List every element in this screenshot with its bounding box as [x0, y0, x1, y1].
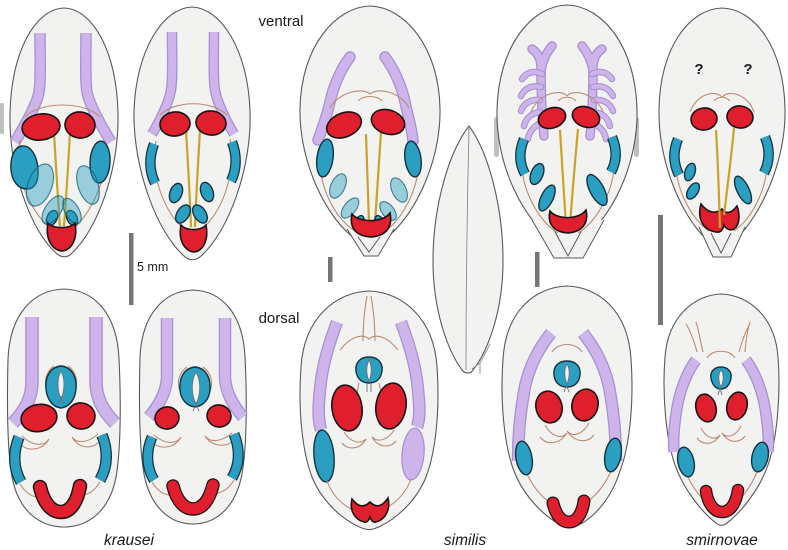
teal-central-organ — [179, 366, 211, 412]
lavender-branched-ducts — [517, 41, 617, 143]
red-posterior-gland — [350, 496, 390, 523]
tail-flap-inner — [357, 236, 381, 253]
lavender-ducts — [147, 31, 239, 137]
scale-bar-label: 5 mm — [137, 260, 168, 274]
body-outline — [658, 7, 786, 244]
red-glands — [20, 402, 96, 433]
label-dorsal: dorsal — [259, 310, 300, 327]
label-species-krausei: krausei — [104, 532, 155, 549]
brown-connectives — [685, 321, 758, 507]
scale-bar-smirnovae-ventral — [535, 252, 540, 287]
scale-bar-similis — [328, 257, 333, 282]
panel-lateral-outline — [432, 125, 504, 374]
scale-bar-smirnovae-right — [658, 215, 663, 325]
teal-glands — [145, 140, 241, 224]
panel-krausei-ventral-a — [9, 7, 119, 258]
red-glands — [535, 388, 599, 424]
teal-glands — [142, 431, 244, 483]
teal-glands — [315, 138, 423, 230]
red-glands — [325, 108, 406, 139]
yellow-ducts — [714, 127, 736, 229]
teal-lateral-gland — [313, 429, 335, 483]
brown-connectives — [319, 90, 420, 232]
yellow-ducts — [52, 131, 72, 227]
label-ventral: ventral — [258, 13, 303, 30]
red-posterior-gland — [699, 483, 745, 519]
brown-connectives — [19, 365, 101, 498]
panel-smirnovae-dorsal-b — [663, 293, 780, 526]
midline — [465, 127, 470, 371]
tail-flap-inner — [710, 232, 732, 255]
panel-smirnovae-ventral-a — [496, 4, 638, 259]
red-posterior-gland — [548, 208, 588, 234]
label-species-similis: similis — [444, 532, 486, 549]
brown-connectives — [674, 93, 769, 232]
brown-connectives — [520, 92, 616, 234]
panel-smirnovae-ventral-b: ? ? — [658, 7, 786, 258]
red-glands — [690, 105, 754, 131]
yellow-ducts — [364, 131, 383, 224]
teal-central-organ — [45, 365, 77, 409]
panel-krausei-ventral-b — [133, 6, 251, 261]
scale-bar-krausei: 5 mm — [129, 233, 168, 305]
lavender-ducts — [667, 356, 775, 453]
red-glands — [154, 404, 232, 430]
inner-loop — [366, 358, 372, 383]
brown-connectives — [526, 343, 612, 508]
lavender-ducts — [8, 317, 120, 428]
teal-glands — [9, 432, 112, 485]
inner-loop — [718, 369, 724, 389]
red-posterior-gland — [546, 494, 591, 529]
red-posterior-gland — [32, 478, 88, 520]
lavender-ducts — [312, 319, 426, 481]
red-posterior-gland — [46, 221, 77, 252]
brown-connectives — [151, 366, 235, 496]
red-glands — [159, 110, 227, 137]
red-glands — [331, 382, 407, 432]
panel-similis-ventral — [299, 5, 441, 257]
brown-connectives — [326, 295, 412, 512]
teal-glands — [669, 134, 774, 205]
red-posterior-gland — [179, 223, 208, 253]
red-posterior-gland — [350, 211, 392, 238]
red-glands — [537, 105, 601, 130]
label-species-smirnovae: smirnovae — [686, 532, 758, 549]
teal-glands — [10, 140, 111, 227]
body-outline — [496, 4, 638, 243]
teal-glands — [676, 441, 770, 478]
body-outline — [133, 6, 251, 261]
teal-glands — [515, 134, 621, 212]
red-glands — [21, 111, 96, 141]
red-posterior-gland — [166, 478, 220, 516]
lavender-ducts — [144, 318, 248, 422]
teal-central-organ — [710, 366, 732, 396]
question-mark-left: ? — [694, 61, 703, 78]
teal-glands — [514, 437, 623, 476]
panel-similis-dorsal — [299, 290, 439, 531]
panel-krausei-dorsal-b — [138, 289, 248, 525]
red-glands — [694, 391, 749, 423]
teal-central-organ — [553, 360, 581, 393]
tail-flap-inner — [553, 229, 583, 258]
body-outline — [432, 125, 504, 374]
tail-notch — [471, 343, 491, 374]
question-mark-right: ? — [743, 61, 752, 78]
panel-smirnovae-dorsal-a — [501, 285, 633, 529]
panel-krausei-dorsal-a — [6, 288, 121, 528]
teal-central-organ — [355, 356, 383, 392]
